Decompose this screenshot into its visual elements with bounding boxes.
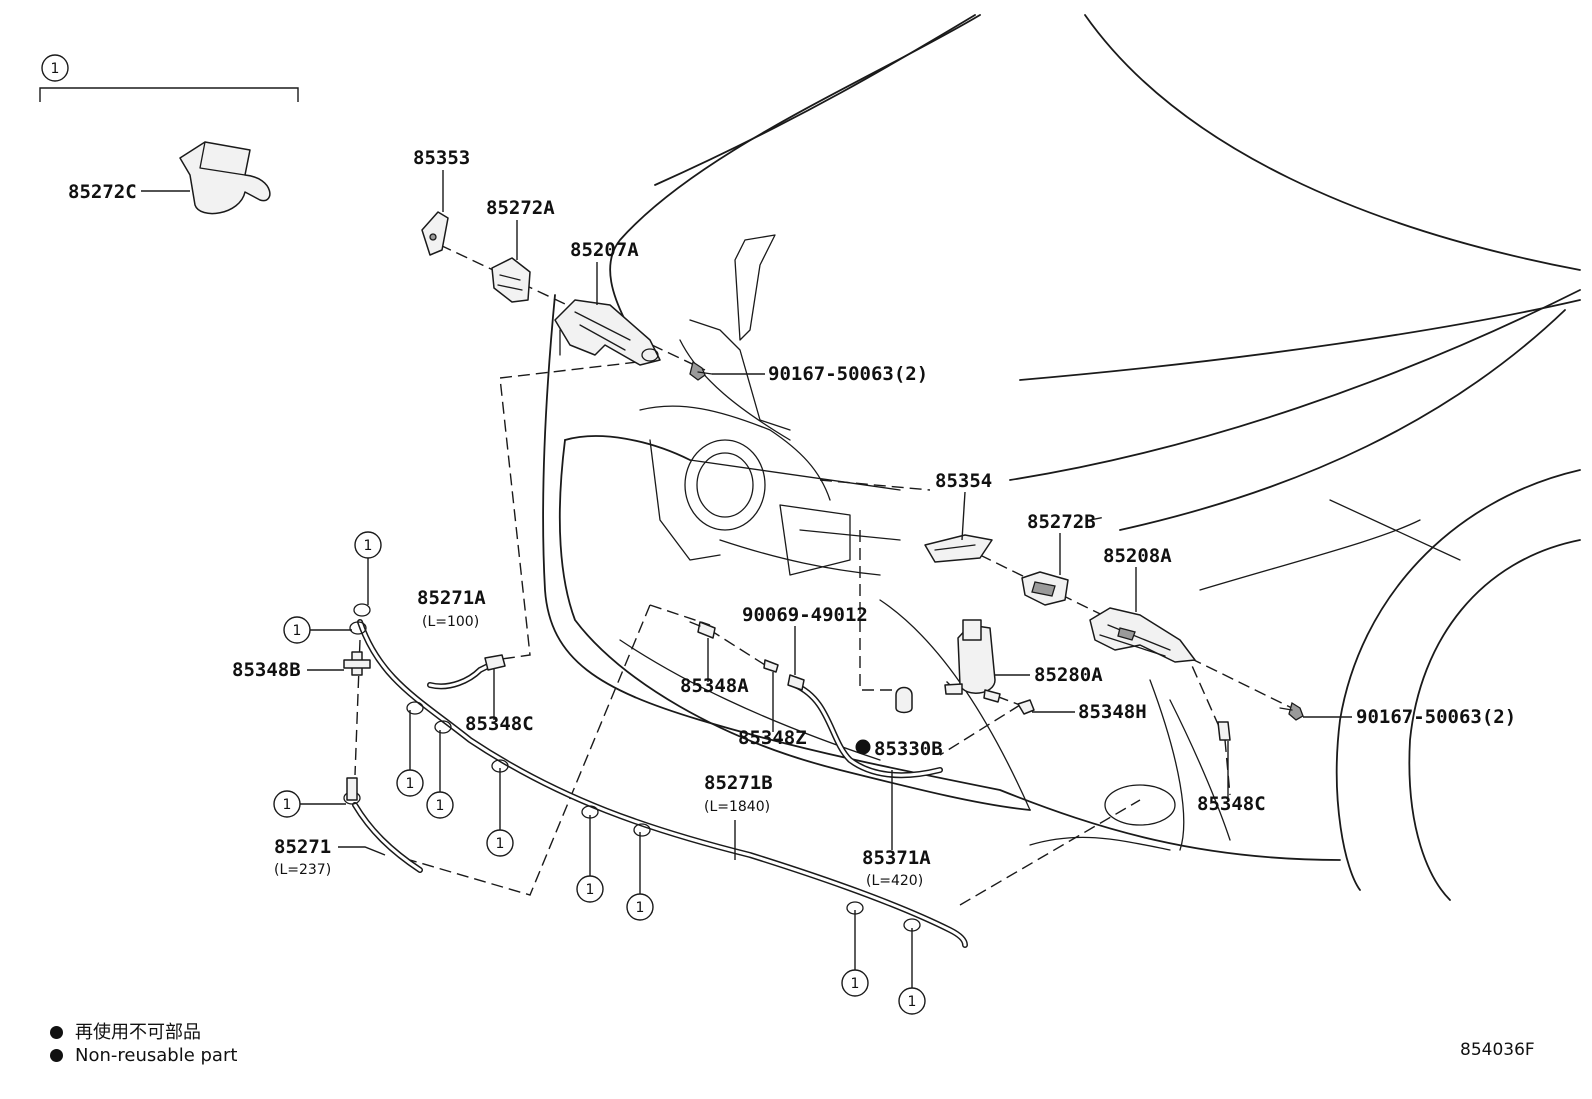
label-85207a: 85207A xyxy=(570,239,639,261)
washer-hoses xyxy=(352,619,968,948)
part-85208a-nozzle xyxy=(1089,607,1196,663)
label-90069: 90069-49012 xyxy=(742,604,868,626)
svg-text:1: 1 xyxy=(436,798,445,814)
group-marker: 1 xyxy=(396,769,424,797)
part-85280a-pump xyxy=(944,619,1001,703)
group-marker: 1 xyxy=(426,791,454,819)
assembly-dashed-lines xyxy=(354,244,1301,906)
svg-text:1: 1 xyxy=(293,623,302,639)
legend-jp: 再使用不可部品 xyxy=(50,1018,201,1044)
part-85348z-connector xyxy=(763,659,779,673)
part-85272b-bracket xyxy=(1021,571,1069,606)
group-marker: 1 xyxy=(626,893,654,921)
label-85353: 85353 xyxy=(413,147,470,169)
group-marker: 1 xyxy=(354,531,382,559)
label-85272a: 85272A xyxy=(486,197,555,219)
part-85354-cover xyxy=(924,534,993,563)
label-85348c-left: 85348C xyxy=(465,713,534,735)
label-85348a: 85348A xyxy=(680,675,749,697)
label-85272b: 85272B xyxy=(1027,511,1096,533)
group-marker: 1 xyxy=(576,875,604,903)
label-85348h: 85348H xyxy=(1078,701,1147,723)
svg-text:1: 1 xyxy=(406,776,415,792)
vehicle-body-outline xyxy=(542,14,1581,901)
label-85348c-right: 85348C xyxy=(1197,793,1266,815)
label-90167-top: 90167-50063(2) xyxy=(768,363,928,385)
label-85271b: 85271B xyxy=(704,772,773,794)
label-85271: 85271 xyxy=(274,836,331,858)
part-85271-fitting xyxy=(346,777,358,801)
group-marker: 1 xyxy=(486,829,514,857)
label-85348z: 85348Z xyxy=(738,727,807,749)
legend-jp-text: 再使用不可部品 xyxy=(75,1022,201,1043)
legend-en-text: Non-reusable part xyxy=(75,1045,238,1066)
part-85348c-joint-right xyxy=(1217,721,1231,741)
label-90167-right: 90167-50063(2) xyxy=(1356,706,1516,728)
part-90167-bolt-top xyxy=(689,360,713,381)
label-85271a-length: (L=100) xyxy=(422,614,479,630)
label-85271a: 85271A xyxy=(417,587,486,609)
non-reusable-dot-icon xyxy=(50,1026,63,1039)
svg-text:1: 1 xyxy=(586,882,595,898)
group-markers: 1 1 1 1 1 1 1 1 1 1 1 xyxy=(41,54,926,1015)
hose-clamps xyxy=(343,603,921,932)
part-85207a-nozzle xyxy=(554,299,661,366)
svg-text:1: 1 xyxy=(496,836,505,852)
group-marker-header: 1 xyxy=(41,54,69,82)
svg-text:1: 1 xyxy=(636,900,645,916)
label-85348b: 85348B xyxy=(232,659,301,681)
label-85330b: 85330B xyxy=(874,738,943,760)
part-85348b-joint xyxy=(343,651,371,676)
part-85348a-connector xyxy=(689,621,716,639)
svg-text:1: 1 xyxy=(283,797,292,813)
group-marker: 1 xyxy=(273,790,301,818)
non-reusable-mark xyxy=(855,739,871,755)
part-85272a-bracket xyxy=(491,257,531,303)
label-85280a: 85280A xyxy=(1034,664,1103,686)
svg-text:1: 1 xyxy=(51,61,60,77)
label-85354: 85354 xyxy=(935,470,992,492)
label-85271-length: (L=237) xyxy=(274,862,331,878)
legend-en: Non-reusable part xyxy=(50,1045,237,1066)
part-85330b-grommet xyxy=(895,686,913,714)
svg-text:1: 1 xyxy=(908,994,917,1010)
group-marker: 1 xyxy=(898,987,926,1015)
svg-text:1: 1 xyxy=(364,538,373,554)
group-marker: 1 xyxy=(283,616,311,644)
leader-lines xyxy=(39,87,1352,988)
label-85271b-length: (L=1840) xyxy=(704,799,770,815)
label-85272c: 85272C xyxy=(68,181,137,203)
non-reusable-dot-icon xyxy=(50,1049,63,1062)
label-85208a: 85208A xyxy=(1103,545,1172,567)
part-90167-bolt-right xyxy=(1279,701,1304,721)
part-number-labels: 85272C 85353 85272A 85207A 90167-50063(2… xyxy=(68,147,1516,889)
label-85371a: 85371A xyxy=(862,847,931,869)
label-85371a-length: (L=420) xyxy=(866,873,923,889)
part-85348c-joint-left xyxy=(484,654,506,671)
illustration-code: 854036F xyxy=(1460,1040,1535,1060)
part-85353-cover xyxy=(421,211,449,256)
part-85348h-valve xyxy=(1017,699,1035,715)
part-90069-clip xyxy=(787,674,805,691)
svg-text:1: 1 xyxy=(851,976,860,992)
part-85272c-clip xyxy=(179,141,271,215)
group-marker: 1 xyxy=(841,969,869,997)
